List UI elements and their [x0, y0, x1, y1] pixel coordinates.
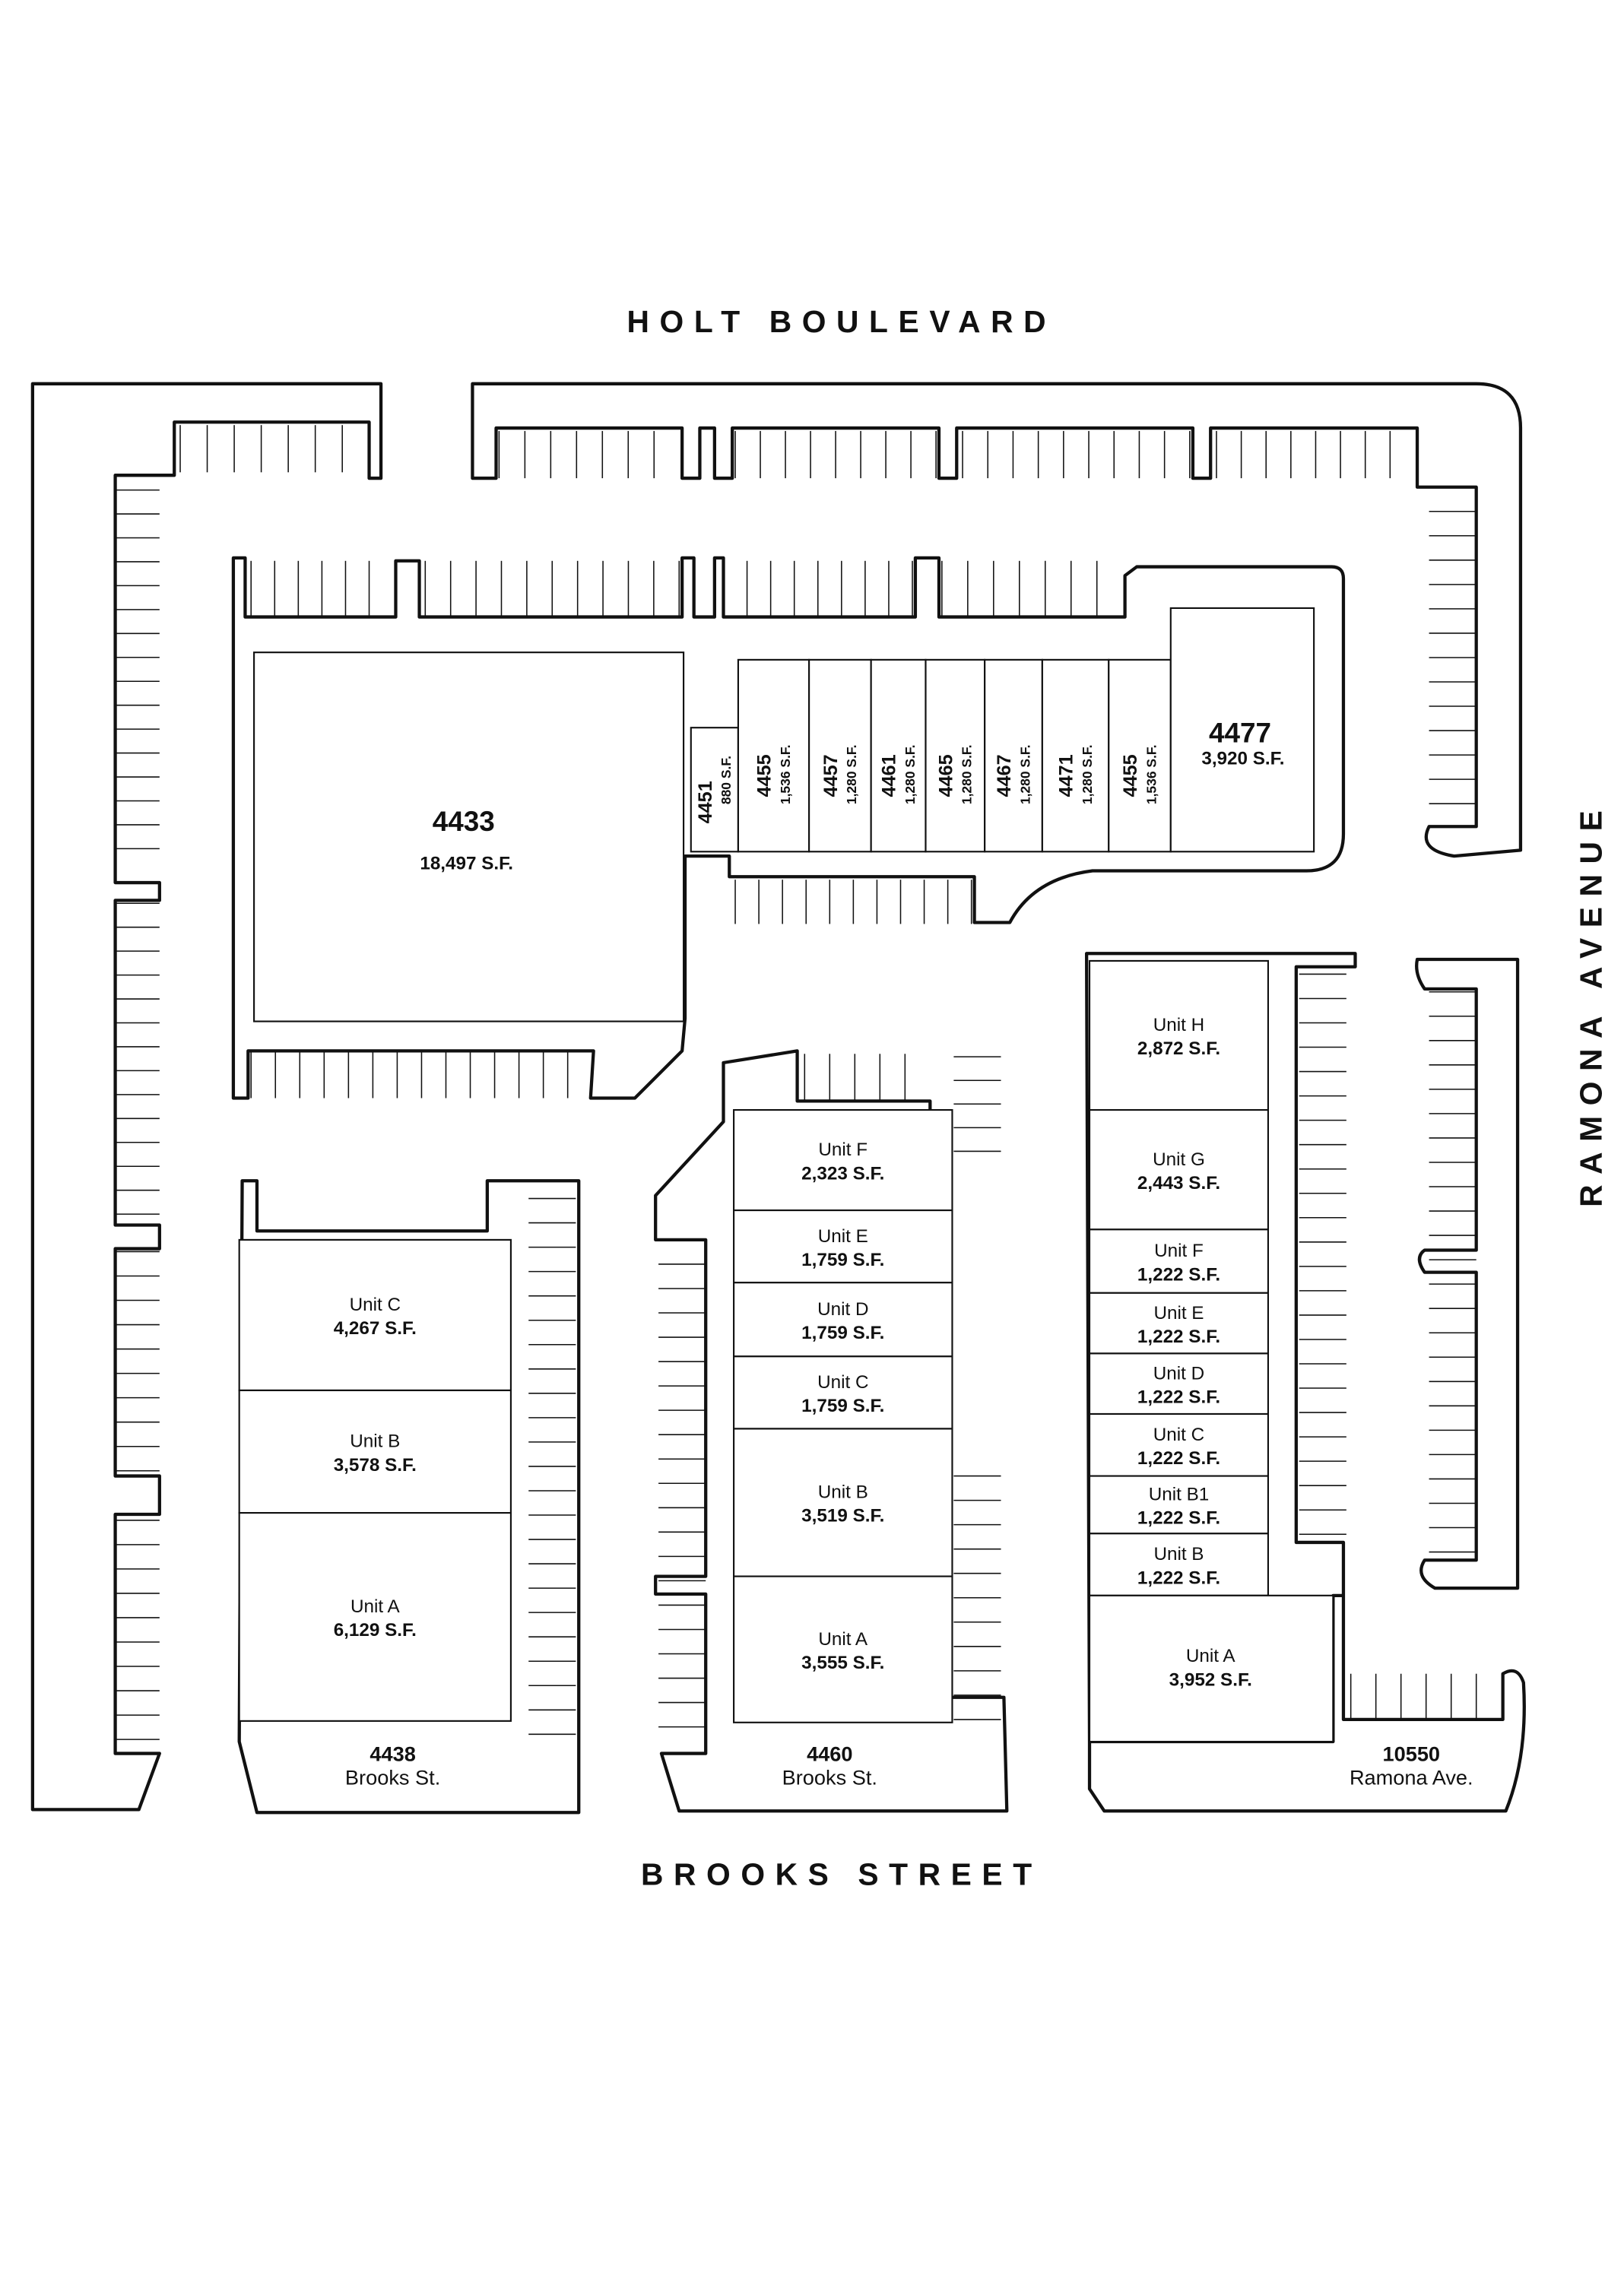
unit-area: 1,759 S.F. [801, 1250, 884, 1270]
unit-number: 4471 [1056, 754, 1077, 797]
unit-name: Unit D [1153, 1363, 1204, 1384]
unit[interactable] [1088, 1533, 1270, 1596]
unit[interactable] [1088, 1594, 1334, 1743]
strip-unit[interactable] [808, 658, 872, 853]
address-street: Ramona Ave. [1350, 1765, 1473, 1789]
unit-area: 2,872 S.F. [1137, 1038, 1220, 1059]
unit-name: Unit D [817, 1299, 868, 1320]
address-number: 4438 [370, 1742, 415, 1765]
unit-area: 1,222 S.F. [1137, 1387, 1220, 1407]
unit-name: Unit C [1153, 1425, 1204, 1445]
unit-number: 4477 [1209, 718, 1271, 749]
unit-area: 1,280 S.F. [959, 744, 975, 804]
unit-name: Unit A [350, 1596, 401, 1617]
unit-name: Unit B1 [1149, 1485, 1210, 1505]
strip-unit[interactable] [870, 658, 927, 853]
unit-name: Unit F [1154, 1241, 1204, 1261]
unit-number: 4457 [820, 754, 842, 797]
unit-name: Unit E [1153, 1303, 1204, 1324]
unit-number: 4465 [935, 754, 956, 797]
address-street: Brooks St. [345, 1765, 440, 1789]
unit-name: Unit G [1153, 1149, 1205, 1170]
unit-name: Unit F [818, 1140, 868, 1160]
strip-unit[interactable] [925, 658, 986, 853]
unit-number: 4451 [695, 781, 716, 823]
unit-area: 1,222 S.F. [1137, 1264, 1220, 1285]
unit-area: 1,222 S.F. [1137, 1568, 1220, 1588]
lot-outlines [30, 382, 1526, 1815]
unit-area: 4,267 S.F. [334, 1318, 417, 1339]
building-number: 4433 [433, 806, 495, 837]
unit-name: Unit C [350, 1295, 401, 1315]
road-label-brooks-street: BROOKS STREET [641, 1856, 1042, 1891]
unit-name: Unit C [817, 1372, 868, 1393]
unit[interactable] [1088, 959, 1270, 1111]
unit-area: 2,443 S.F. [1137, 1173, 1220, 1194]
strip-unit[interactable] [690, 727, 739, 853]
building-4477[interactable] [1169, 607, 1315, 853]
unit-area: 3,519 S.F. [801, 1506, 884, 1526]
unit-area: 6,129 S.F. [334, 1620, 417, 1641]
unit-area: 1,222 S.F. [1137, 1508, 1220, 1529]
unit-area: 3,555 S.F. [801, 1653, 884, 1673]
building-4433[interactable] [253, 651, 685, 1022]
parking-stalls [115, 425, 1477, 1740]
address-street: Brooks St. [782, 1765, 877, 1789]
unit-area: 3,578 S.F. [334, 1455, 417, 1476]
unit-number: 4461 [879, 754, 900, 797]
unit-area: 880 S.F. [718, 756, 734, 804]
strip-unit[interactable] [984, 658, 1043, 853]
road-label-holt-boulevard: HOLT BOULEVARD [626, 304, 1056, 339]
unit[interactable] [238, 1512, 512, 1722]
unit-name: Unit A [1186, 1646, 1236, 1666]
unit-area: 3,920 S.F. [1201, 749, 1284, 769]
unit-name: Unit B [1153, 1544, 1204, 1564]
unit-name: Unit H [1153, 1015, 1204, 1035]
unit-area: 2,323 S.F. [801, 1163, 884, 1184]
unit-area: 1,759 S.F. [801, 1323, 884, 1343]
unit-number: 4455 [754, 754, 776, 797]
unit-area: 1,222 S.F. [1137, 1448, 1220, 1469]
building-area: 18,497 S.F. [420, 854, 513, 874]
unit-name: Unit E [818, 1226, 868, 1247]
unit-area: 1,536 S.F. [778, 744, 793, 804]
address-number: 4460 [807, 1742, 852, 1765]
unit-number: 4455 [1120, 754, 1141, 797]
strip-unit[interactable] [737, 658, 810, 853]
unit[interactable] [733, 1575, 953, 1723]
unit-area: 1,280 S.F. [902, 744, 918, 804]
unit-area: 1,280 S.F. [1017, 744, 1032, 804]
unit[interactable] [1088, 1475, 1270, 1535]
unit-number: 4467 [994, 754, 1015, 797]
unit-area: 1,222 S.F. [1137, 1327, 1220, 1347]
unit[interactable] [1088, 1412, 1270, 1477]
strip-unit[interactable] [1041, 658, 1110, 853]
unit-area: 1,280 S.F. [844, 744, 859, 804]
unit-name: Unit B [350, 1431, 400, 1452]
unit-area: 1,536 S.F. [1143, 744, 1159, 804]
unit-name: Unit A [818, 1629, 868, 1650]
unit[interactable] [238, 1389, 512, 1514]
unit-name: Unit B [818, 1482, 868, 1503]
unit[interactable] [733, 1108, 953, 1212]
address-number: 10550 [1382, 1742, 1440, 1765]
unit-area: 3,952 S.F. [1169, 1669, 1252, 1690]
unit[interactable] [1088, 1352, 1270, 1415]
unit[interactable] [1088, 1292, 1270, 1355]
unit[interactable] [733, 1428, 953, 1577]
strip-unit[interactable] [1108, 658, 1172, 853]
unit-area: 1,759 S.F. [801, 1396, 884, 1416]
unit[interactable] [1088, 1228, 1270, 1294]
unit[interactable] [733, 1282, 953, 1358]
road-label-ramona-avenue: RAMONA AVENUE [1574, 800, 1609, 1207]
unit-area: 1,280 S.F. [1080, 744, 1095, 804]
unit[interactable] [733, 1355, 953, 1430]
